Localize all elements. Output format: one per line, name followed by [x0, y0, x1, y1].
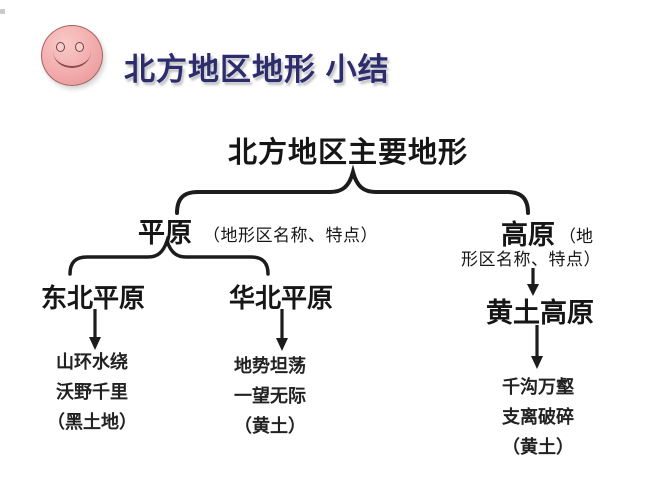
node-north-china-plain: 华北平原 [228, 284, 334, 313]
feature-line: 山环水绕 [56, 352, 128, 372]
feature-line: 支离破碎 [502, 407, 574, 427]
features-loess-plateau: 千沟万壑 支离破碎 （黄土） [502, 372, 574, 462]
node-plateau-note-line1: （地 [559, 227, 593, 246]
node-root: 北方地区主要地形 [227, 137, 469, 169]
node-plateau-label: 高原 [501, 220, 555, 250]
features-northeast-plain: 山环水绕 沃野千里 （黑土地） [47, 347, 137, 437]
scan-artifact-mark [0, 9, 5, 14]
feature-line: （黑土地） [47, 412, 137, 432]
feature-line: 沃野千里 [56, 382, 128, 402]
node-loess-plateau: 黄土高原 [486, 298, 594, 328]
features-north-china-plain: 地势坦荡 一望无际 （黄土） [234, 351, 306, 441]
node-plateau-note-line2: 形区名称、特点） [461, 250, 601, 269]
feature-line: 千沟万壑 [502, 377, 574, 397]
node-plain-label: 平原 [138, 218, 192, 248]
feature-line: 一望无际 [234, 386, 306, 406]
node-northeast-plain: 东北平原 [40, 284, 146, 313]
feature-line: 地势坦荡 [234, 356, 306, 376]
smiley-face-icon [41, 25, 103, 86]
feature-line: （黄土） [234, 416, 306, 436]
smiley-mouth-icon [53, 50, 91, 68]
arrow-northeast-plain [89, 309, 101, 350]
arrow-north-china-plain [276, 309, 288, 351]
feature-line: （黄土） [502, 437, 574, 457]
arrow-loess-plateau [531, 325, 543, 369]
brace-root-children [175, 164, 530, 215]
node-plain-note: （地形区名称、特点） [203, 226, 378, 245]
slide-title: 北方地区地形 小结 [124, 52, 390, 87]
